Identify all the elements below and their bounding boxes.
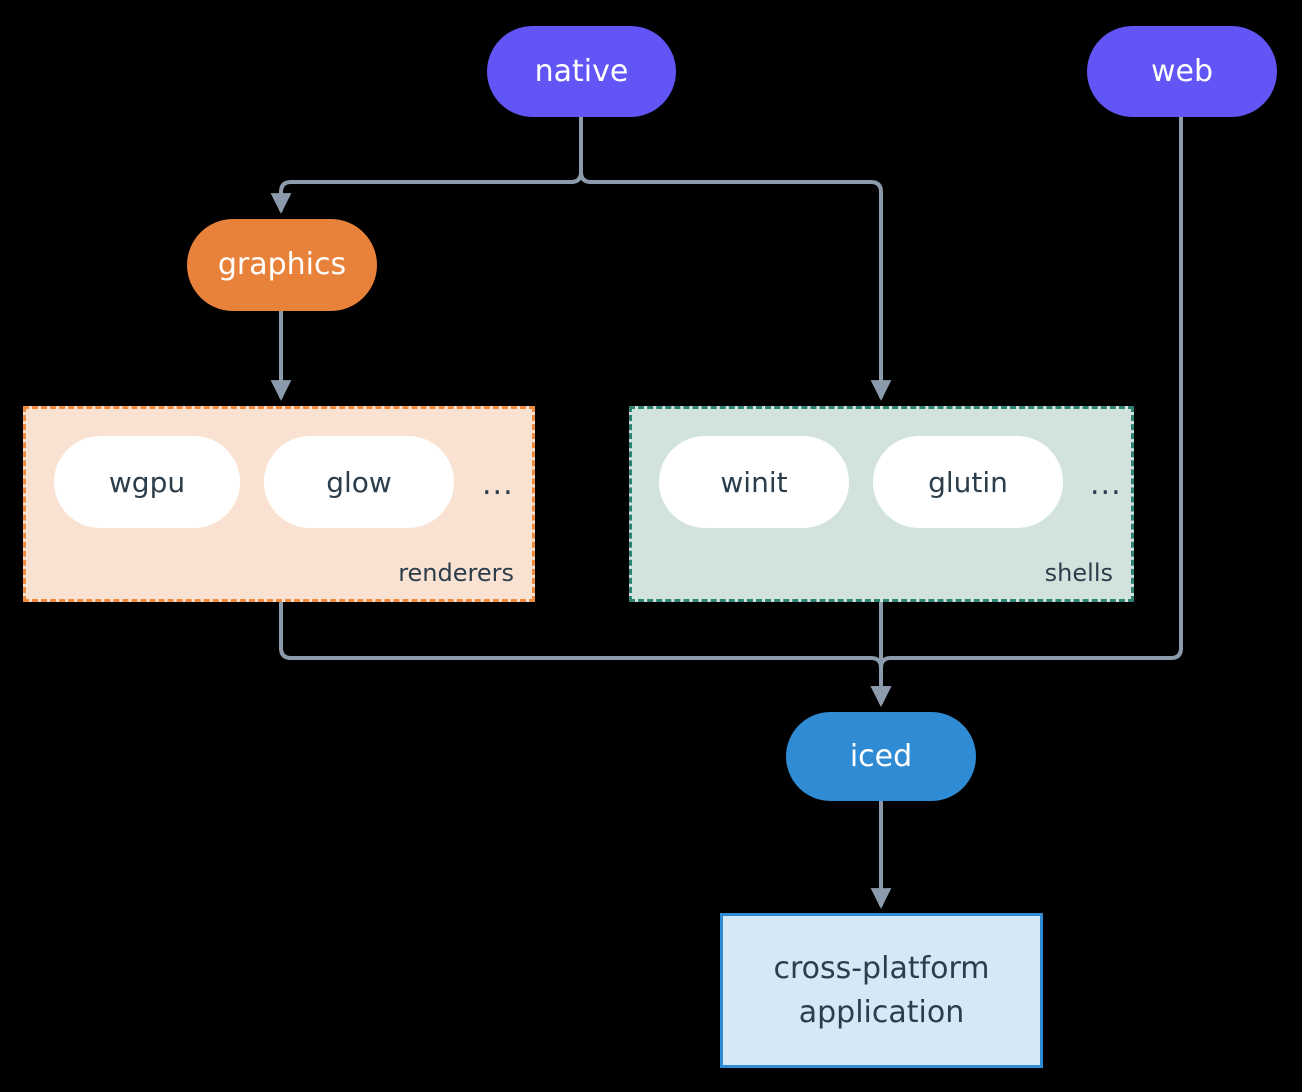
- edge-renderers-to-iced: [279, 602, 892, 707]
- group-item-glow[interactable]: glow: [264, 436, 454, 528]
- edge-native-to-graphics: [270, 116, 583, 214]
- node-web-label: web: [1150, 53, 1214, 89]
- group-item-glow-label: glow: [326, 465, 392, 499]
- group-shells-more: ...: [1090, 467, 1122, 502]
- node-application[interactable]: cross-platform application: [720, 913, 1043, 1068]
- node-web[interactable]: web: [1087, 26, 1277, 117]
- node-iced[interactable]: iced: [786, 712, 976, 801]
- group-item-wgpu[interactable]: wgpu: [54, 436, 240, 528]
- node-application-line2: application: [798, 994, 965, 1030]
- group-renderers-label: renderers: [398, 559, 514, 587]
- group-shells: winit glutin ... shells: [629, 406, 1134, 602]
- node-native-label: native: [534, 53, 629, 89]
- group-item-wgpu-label: wgpu: [108, 465, 186, 499]
- group-item-winit-label: winit: [720, 465, 788, 499]
- node-graphics-label: graphics: [217, 247, 347, 283]
- group-renderers: wgpu glow ... renderers: [23, 406, 535, 602]
- group-renderers-more: ...: [482, 467, 514, 502]
- node-application-line1: cross-platform: [773, 951, 990, 986]
- group-shells-label: shells: [1044, 559, 1113, 587]
- node-native[interactable]: native: [487, 26, 676, 117]
- group-item-winit[interactable]: winit: [659, 436, 849, 528]
- group-item-glutin[interactable]: glutin: [873, 436, 1063, 528]
- edge-native-to-shells: [579, 116, 892, 401]
- group-item-glutin-label: glutin: [928, 465, 1008, 499]
- node-iced-label: iced: [849, 738, 913, 774]
- node-graphics[interactable]: graphics: [187, 219, 377, 311]
